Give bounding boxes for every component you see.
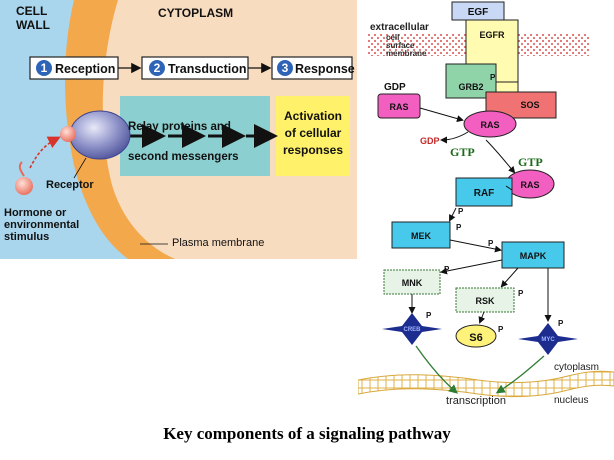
p-label-creb: P	[426, 311, 432, 320]
s6-ellipse	[455, 324, 497, 348]
gtp-binding-arrow	[485, 139, 516, 174]
ras-to-raf-arrow	[505, 185, 513, 191]
step-1-badge	[36, 60, 52, 76]
ras-label-1: RAS	[389, 102, 408, 112]
p-label-egfr: P	[490, 73, 496, 82]
step-3-num: 3	[282, 61, 289, 75]
gtp-label-1: GTP	[450, 145, 475, 159]
raf-to-mek-arrow	[449, 207, 457, 222]
p-label-s6: P	[498, 325, 504, 334]
figure-caption: Key components of a signaling pathway	[163, 424, 451, 443]
p-label-raf: P	[458, 207, 464, 216]
extracellular-label: extracellular	[370, 22, 429, 33]
raf-label: RAF	[474, 188, 495, 199]
plasma-membrane-label: Plasma membrane	[172, 237, 265, 249]
ras-label-3: RAS	[520, 180, 539, 190]
gdp-release-arrow	[440, 131, 469, 144]
mek-label: MEK	[411, 231, 432, 241]
sos-label: SOS	[520, 100, 539, 110]
s6-label: S6	[469, 332, 482, 344]
cell-wall-label: CELL WALL	[16, 4, 50, 32]
step-2-num: 2	[154, 61, 161, 75]
step-2-label: Transduction	[168, 62, 246, 76]
p-label-rsk: P	[518, 289, 524, 298]
step-1-label: Reception	[55, 62, 115, 76]
mnk-box	[383, 269, 441, 295]
hormone-label: Hormone or environmental stimulus	[4, 207, 80, 243]
mapk-box	[501, 241, 565, 269]
activation-box-label: Activation of cellular responses	[282, 109, 344, 157]
mek-to-mapk-arrow	[449, 239, 502, 253]
p-label-mnk: P	[444, 265, 450, 274]
receptor-protein	[69, 110, 131, 160]
transcription-label: transcription	[446, 395, 506, 407]
relay-box-label: Relay proteins and second messengers	[128, 121, 239, 163]
nuclear-envelope	[357, 370, 614, 398]
myc-label: MYC	[541, 337, 555, 343]
step-2-badge	[149, 60, 165, 76]
mnk-label: MNK	[402, 278, 423, 288]
myc-to-transcription-arrow	[495, 355, 545, 394]
pathway-svg: EGF extracellular EGFR P GRB2 SOS GDP RA…	[357, 1, 614, 407]
step-3-label: Response	[295, 62, 355, 76]
step-3-badge	[277, 60, 293, 76]
gdp-label-1: GDP	[384, 82, 406, 93]
receptor-label: Receptor	[46, 179, 94, 191]
raf-box	[455, 177, 513, 207]
cell-surface-membrane-label: cell surface membrane	[386, 33, 427, 58]
creb-label: CREB	[403, 327, 421, 333]
ras-to-exchange-arrow	[419, 107, 464, 122]
p-label-mek: P	[456, 223, 462, 232]
mapk-label: MAPK	[520, 251, 547, 261]
hormone-molecule	[15, 177, 33, 195]
ras-label-2: RAS	[480, 120, 499, 130]
ras-exchange-ellipse	[463, 110, 517, 138]
mapk-to-rsk-arrow	[500, 267, 519, 288]
activation-box	[276, 96, 350, 176]
cell-signaling-svg: 1 Reception 2 Transduction 3 Response	[0, 0, 357, 259]
p-label-myc: P	[558, 319, 564, 328]
ras-inactive-box	[377, 93, 421, 119]
mek-box	[391, 221, 451, 249]
stimulus-arrow	[29, 136, 61, 169]
egf-label: EGF	[468, 7, 489, 18]
bound-signal-molecule	[60, 126, 76, 142]
receptor-pointer	[73, 157, 87, 179]
step-1-num: 1	[41, 61, 48, 75]
myc-diamond	[518, 323, 578, 355]
response-box	[271, 56, 353, 80]
creb-diamond	[382, 313, 442, 345]
creb-to-transcription-arrow	[415, 345, 458, 394]
gtp-label-2: GTP	[518, 155, 543, 169]
p-label-mapk-in: P	[488, 239, 494, 248]
rsk-box	[455, 287, 515, 313]
mapk-to-mnk-arrow	[440, 259, 503, 275]
rsk-label: RSK	[475, 296, 495, 306]
cytoplasm-label: CYTOPLASM	[158, 6, 234, 20]
cytoplasm-nuc-label: cytoplasm	[554, 362, 599, 373]
nucleus-label: nucleus	[554, 395, 588, 406]
rsk-to-s6-arrow	[478, 311, 486, 324]
cell-signaling-figure: 1 Reception 2 Transduction 3 Response CE…	[0, 0, 357, 259]
signaling-pathway-diagram: EGF extracellular EGFR P GRB2 SOS GDP RA…	[357, 0, 614, 418]
grb2-label: GRB2	[458, 82, 483, 92]
gdp-label-2: GDP	[420, 136, 440, 146]
hormone-tail	[18, 161, 25, 177]
egfr-label: EGFR	[479, 30, 505, 40]
